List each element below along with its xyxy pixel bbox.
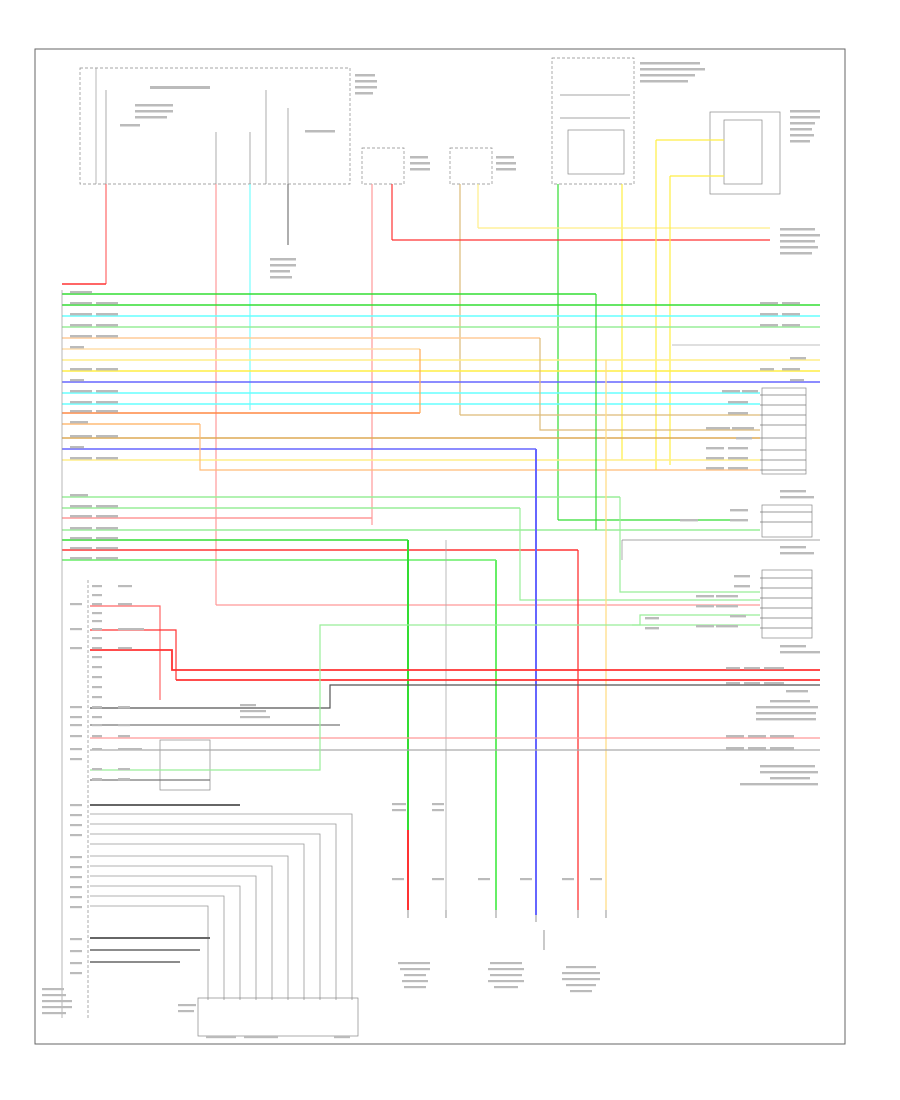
top-labels <box>120 62 820 279</box>
module-box-left <box>79 67 351 185</box>
module-box-right <box>551 57 635 185</box>
top-components <box>79 57 781 195</box>
right-components <box>621 387 820 639</box>
bus-labels <box>70 291 820 786</box>
ecu-pin-labels <box>42 585 350 1039</box>
right-terminal-stubs <box>760 394 812 629</box>
bus-right-drops <box>199 294 820 606</box>
module-box-right-2 <box>761 504 813 538</box>
diagram-border <box>34 48 846 1045</box>
top-drop-wires <box>105 184 623 605</box>
module-box-right-1 <box>761 387 807 475</box>
bottom-target-connectors <box>407 910 607 950</box>
module-box-right-3 <box>761 569 813 639</box>
ecu-output-wires <box>90 605 820 781</box>
bus-wires <box>62 293 820 561</box>
ecu-bottom-bundle <box>90 804 353 1000</box>
bottom-vertical-wires <box>407 360 607 915</box>
module-box-far-right <box>709 111 781 195</box>
module-box-center-1 <box>361 147 405 185</box>
bottom-target-labels <box>392 803 602 993</box>
ecu-module <box>61 290 211 1018</box>
module-box-center-2 <box>449 147 493 185</box>
bottom-connector <box>197 997 359 1037</box>
